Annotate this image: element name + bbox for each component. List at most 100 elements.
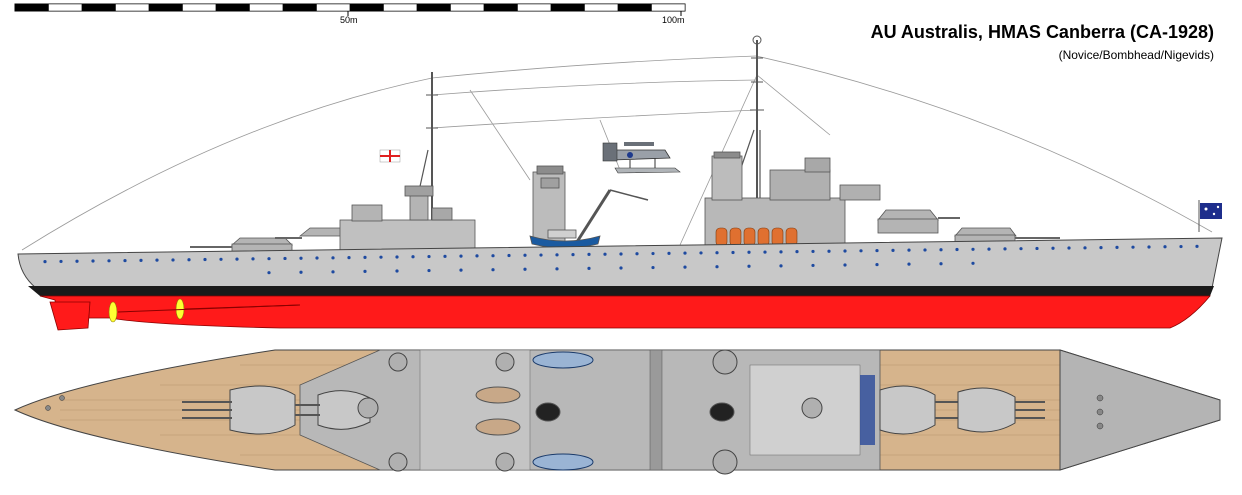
- porthole: [1051, 246, 1055, 250]
- porthole: [267, 257, 271, 261]
- porthole: [363, 269, 367, 273]
- porthole: [971, 247, 975, 251]
- porthole: [395, 269, 399, 273]
- porthole: [123, 258, 127, 263]
- scale-segment: [416, 3, 451, 12]
- porthole: [779, 264, 783, 268]
- scale-segment: [148, 3, 183, 12]
- plan-turret-x: [879, 385, 960, 435]
- porthole: [1019, 247, 1023, 251]
- porthole: [811, 249, 815, 254]
- porthole: [331, 270, 335, 274]
- porthole: [235, 257, 239, 261]
- porthole: [1067, 246, 1071, 250]
- porthole: [843, 249, 847, 253]
- porthole: [971, 261, 975, 265]
- porthole: [571, 253, 575, 257]
- scale-label-50m: 50m: [340, 15, 358, 25]
- porthole: [475, 254, 479, 258]
- porthole: [1115, 245, 1119, 249]
- credits-text: (Novice/Bombhead/Nigevids): [1059, 48, 1214, 62]
- porthole: [715, 251, 719, 255]
- porthole: [299, 256, 303, 260]
- scale-segment: [14, 3, 49, 12]
- porthole: [107, 259, 111, 263]
- porthole: [779, 250, 783, 254]
- porthole: [427, 254, 431, 259]
- porthole: [619, 266, 623, 270]
- porthole: [395, 255, 399, 259]
- profile-view: [17, 35, 1223, 331]
- porthole: [171, 258, 175, 262]
- superstructure: [190, 151, 1060, 255]
- porthole: [987, 247, 991, 251]
- scale-segment: [517, 3, 552, 12]
- hull-lower: [39, 295, 1211, 329]
- porthole: [827, 249, 831, 253]
- porthole: [875, 262, 879, 267]
- porthole: [1179, 244, 1183, 249]
- porthole: [491, 268, 495, 272]
- scale-segment: [115, 3, 150, 12]
- porthole: [619, 252, 623, 256]
- page-title: AU Australis, HMAS Canberra (CA-1928): [871, 22, 1214, 42]
- porthole: [1131, 245, 1135, 249]
- porthole: [587, 252, 591, 257]
- scale-segment: [450, 3, 485, 12]
- porthole: [187, 258, 191, 262]
- porthole: [907, 248, 911, 252]
- porthole: [683, 251, 687, 255]
- porthole: [91, 259, 95, 263]
- porthole: [523, 267, 527, 271]
- scale-segment: [249, 3, 284, 12]
- scale-label-100m: 100m: [662, 15, 685, 25]
- porthole: [347, 256, 351, 260]
- porthole: [443, 254, 447, 258]
- porthole: [491, 254, 495, 258]
- porthole: [955, 247, 959, 252]
- porthole: [507, 253, 511, 258]
- scale-segment: [383, 3, 418, 12]
- porthole: [651, 251, 655, 256]
- porthole: [667, 251, 671, 255]
- porthole: [59, 259, 63, 264]
- porthole: [875, 248, 879, 253]
- porthole: [331, 256, 335, 260]
- porthole: [75, 259, 79, 263]
- porthole: [939, 248, 943, 252]
- plan-secondary-guns: [357, 349, 823, 475]
- scale-bar: 50m 100m: [14, 3, 686, 25]
- naval-ensign-icon: [379, 149, 401, 163]
- porthole: [43, 260, 47, 264]
- hull-upper: [17, 237, 1223, 289]
- porthole: [523, 253, 527, 257]
- plan-turret-y: [957, 387, 1045, 433]
- porthole: [907, 262, 911, 266]
- porthole: [587, 266, 591, 271]
- scale-segment: [282, 3, 317, 12]
- scale-segment: [182, 3, 217, 12]
- porthole: [603, 252, 607, 256]
- plan-turret-b: [295, 390, 371, 430]
- porthole: [555, 267, 559, 271]
- porthole: [923, 248, 927, 252]
- porthole: [1163, 245, 1167, 249]
- porthole: [699, 251, 703, 255]
- porthole: [299, 270, 303, 274]
- porthole: [251, 257, 255, 261]
- porthole: [1099, 246, 1103, 250]
- seaplane-icon: [602, 142, 681, 174]
- portholes: [43, 244, 1199, 275]
- porthole: [219, 257, 223, 261]
- porthole: [635, 252, 639, 256]
- plan-view: [13, 349, 1221, 475]
- scale-segment: [617, 3, 652, 12]
- scale-segment: [48, 3, 83, 12]
- porthole: [427, 268, 431, 273]
- porthole: [459, 268, 463, 272]
- porthole: [203, 257, 207, 262]
- porthole: [379, 255, 383, 259]
- porthole: [747, 250, 751, 254]
- scale-segment: [550, 3, 585, 12]
